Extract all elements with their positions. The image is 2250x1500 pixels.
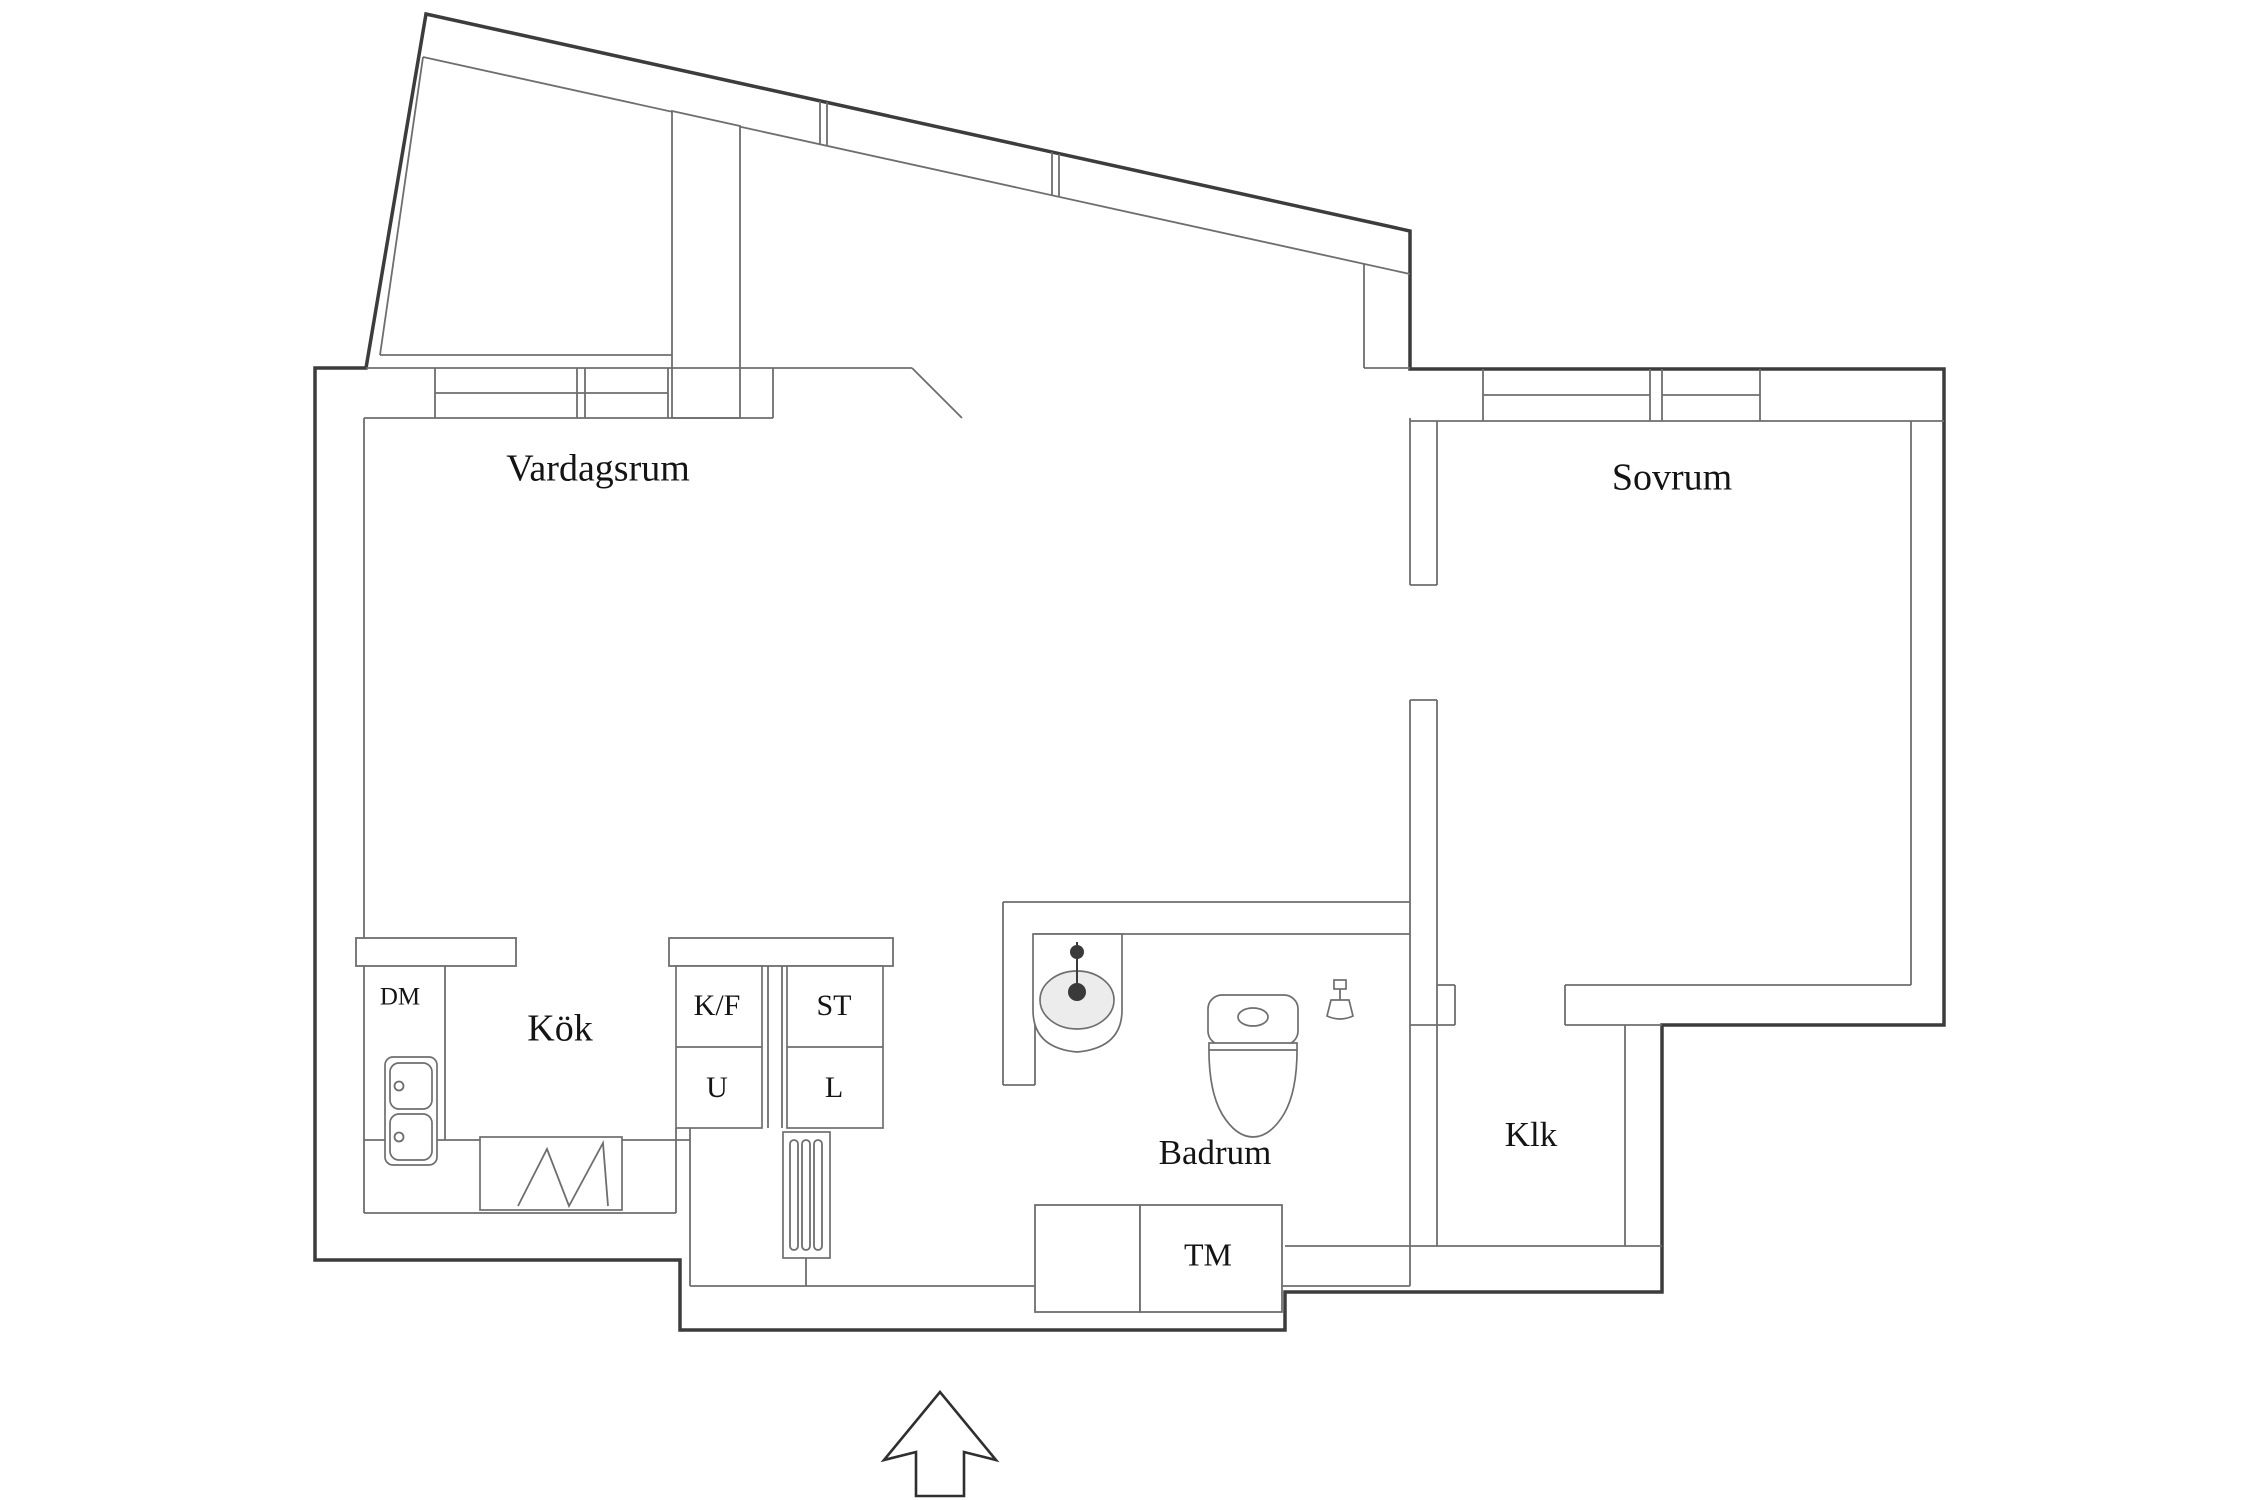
interior-walls	[363, 418, 1912, 1287]
bathroom-fixtures	[1032, 933, 1354, 1313]
kitchen-sink-icon	[384, 1056, 438, 1166]
balcony-right-pier	[671, 109, 741, 419]
top-wall-miter-cut	[911, 367, 963, 419]
label-kitchen: Kök	[527, 1008, 592, 1050]
radiator-icon	[782, 1131, 831, 1286]
label-dishwasher: DM	[380, 984, 420, 1011]
balcony-inner-slant-edge	[422, 56, 1411, 275]
label-washing-machine: TM	[1184, 1236, 1232, 1272]
stove-icon	[479, 1136, 623, 1211]
label-bathroom: Badrum	[1159, 1133, 1272, 1172]
label-living-room: Vardagsrum	[506, 448, 690, 490]
living-room-top-wall	[364, 367, 963, 419]
label-fridge-freezer: K/F	[694, 989, 741, 1022]
apartment-outline	[313, 11, 1946, 1332]
bedroom-windows	[1410, 369, 1944, 422]
toilet-icon	[1207, 994, 1299, 1138]
entrance-arrow-icon	[880, 1389, 1000, 1498]
label-linen-cabinet: L	[825, 1071, 843, 1104]
washing-machine	[1034, 1204, 1283, 1313]
kitchen-counter	[444, 966, 690, 1141]
label-bedroom: Sovrum	[1612, 457, 1732, 499]
balcony-section	[379, 56, 1411, 419]
cabinet-fridge-freezer	[675, 965, 763, 1129]
label-tall-cabinet: ST	[816, 989, 851, 1022]
kitchen-header-beam	[355, 937, 517, 967]
exterior-walls	[313, 11, 1946, 1332]
label-oven: U	[706, 1071, 728, 1104]
shower-valve-icon	[1326, 979, 1354, 1020]
kitchen-header-beam	[668, 937, 894, 967]
kitchen-fixtures	[355, 937, 894, 1286]
cabinet-cleaning-linen	[786, 965, 884, 1129]
label-closet: Klk	[1505, 1115, 1558, 1154]
bathroom-sink-icon	[1032, 933, 1123, 1053]
balcony-inner-left-edge	[379, 56, 424, 356]
